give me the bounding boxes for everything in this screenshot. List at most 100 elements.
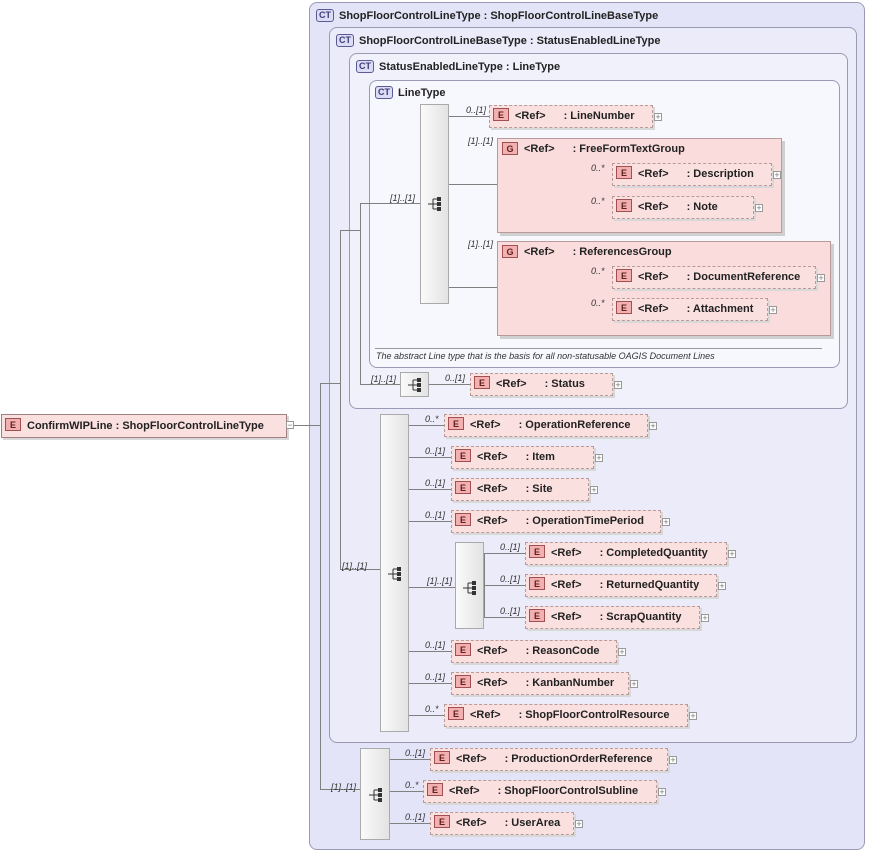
connector bbox=[409, 651, 451, 652]
connector bbox=[360, 203, 361, 385]
type-label: LineType bbox=[398, 87, 446, 99]
element-completedquantity[interactable]: E<Ref>: CompletedQuantity bbox=[525, 542, 727, 565]
connector bbox=[409, 457, 451, 458]
connector bbox=[449, 116, 489, 117]
sequence-compositor-quantities[interactable] bbox=[455, 542, 484, 629]
expand-icon[interactable]: + bbox=[658, 787, 666, 797]
type-label: ShopFloorControlLineType : ShopFloorCont… bbox=[339, 10, 659, 22]
element-operationreference[interactable]: E<Ref>: OperationReference bbox=[444, 414, 648, 437]
element-status[interactable]: E<Ref>: Status bbox=[470, 373, 613, 396]
connector bbox=[360, 384, 400, 385]
ref-label: <Ref> bbox=[470, 419, 501, 431]
cardinality-label: 0..* bbox=[425, 414, 439, 424]
element-attachment[interactable]: E<Ref>: Attachment bbox=[612, 298, 768, 321]
complex-type-icon: CT bbox=[316, 9, 334, 22]
connector bbox=[340, 230, 360, 231]
expand-icon[interactable]: + bbox=[649, 421, 657, 431]
expand-icon[interactable]: + bbox=[590, 485, 598, 495]
cardinality-label: 0..[1] bbox=[500, 542, 521, 552]
cardinality-label: [1]..[1] bbox=[427, 576, 453, 586]
cardinality-label: 0..[1] bbox=[425, 478, 446, 488]
element-icon: E bbox=[616, 199, 632, 212]
connector bbox=[320, 383, 340, 384]
expand-icon[interactable]: + bbox=[817, 273, 825, 283]
element-icon: E bbox=[427, 783, 443, 796]
element-name: : UserArea bbox=[504, 817, 561, 829]
expand-icon[interactable]: + bbox=[755, 203, 763, 213]
ref-label: <Ref> bbox=[477, 645, 508, 657]
expand-icon[interactable]: + bbox=[654, 112, 662, 122]
cardinality-label: 0..[1] bbox=[405, 748, 426, 758]
expand-icon[interactable]: + bbox=[618, 647, 626, 657]
element-userarea[interactable]: E<Ref>: UserArea bbox=[430, 812, 574, 835]
element-icon: E bbox=[529, 609, 545, 622]
element-shopfloorcontrolresource[interactable]: E<Ref>: ShopFloorControlResource bbox=[444, 704, 688, 727]
element-description[interactable]: E<Ref>: Description bbox=[612, 163, 772, 186]
expand-icon[interactable]: + bbox=[662, 517, 670, 527]
element-item[interactable]: E<Ref>: Item bbox=[451, 446, 594, 469]
expand-icon[interactable]: + bbox=[689, 711, 697, 721]
type-title: CT ShopFloorControlLineType : ShopFloorCo… bbox=[316, 9, 658, 22]
collapse-icon[interactable]: − bbox=[286, 420, 294, 430]
element-operationtimeperiod[interactable]: E<Ref>: OperationTimePeriod bbox=[451, 510, 661, 533]
ref-label: <Ref> bbox=[456, 753, 487, 765]
expand-icon[interactable]: + bbox=[595, 453, 603, 463]
connector bbox=[429, 384, 470, 385]
connector bbox=[484, 553, 525, 554]
cardinality-label: 0..* bbox=[591, 163, 605, 173]
element-productionorderreference[interactable]: E<Ref>: ProductionOrderReference bbox=[430, 748, 668, 771]
type-label: StatusEnabledLineType : LineType bbox=[379, 61, 561, 73]
connector bbox=[360, 203, 420, 204]
expand-icon[interactable]: + bbox=[630, 679, 638, 689]
element-icon: E bbox=[529, 545, 545, 558]
cardinality-label: 0..[1] bbox=[425, 672, 446, 682]
element-scrapquantity[interactable]: E<Ref>: ScrapQuantity bbox=[525, 606, 700, 629]
element-name: : ShopFloorControlResource bbox=[518, 709, 670, 721]
expand-icon[interactable]: + bbox=[773, 170, 781, 180]
element-name: : OperationTimePeriod bbox=[525, 515, 644, 527]
expand-icon[interactable]: + bbox=[669, 755, 677, 765]
cardinality-label: [1]..[1] bbox=[371, 374, 397, 384]
group-name: : FreeFormTextGroup bbox=[572, 143, 685, 155]
complex-type-icon: CT bbox=[356, 60, 374, 73]
element-name: : Site bbox=[525, 483, 553, 495]
expand-icon[interactable]: + bbox=[575, 819, 583, 829]
ref-label: <Ref> bbox=[470, 709, 501, 721]
element-reasoncode[interactable]: E <Ref> : ReasonCode bbox=[451, 640, 617, 663]
element-returnedquantity[interactable]: E<Ref>: ReturnedQuantity bbox=[525, 574, 717, 597]
element-kanbannumber[interactable]: E<Ref>: KanbanNumber bbox=[451, 672, 629, 695]
expand-icon[interactable]: + bbox=[701, 613, 709, 623]
sequence-compositor-main[interactable] bbox=[360, 748, 390, 840]
sequence-compositor-status[interactable] bbox=[400, 372, 429, 397]
sequence-compositor-linetype[interactable] bbox=[420, 104, 449, 304]
cardinality-label: 0..[1] bbox=[405, 812, 426, 822]
element-site[interactable]: E<Ref>: Site bbox=[451, 478, 589, 501]
expand-icon[interactable]: + bbox=[769, 305, 777, 315]
sequence-compositor-base[interactable] bbox=[380, 414, 409, 732]
group-title: G<Ref>: FreeFormTextGroup bbox=[502, 142, 685, 155]
expand-icon[interactable]: + bbox=[728, 549, 736, 559]
cardinality-label: 0..[1] bbox=[500, 606, 521, 616]
element-name: : ReturnedQuantity bbox=[599, 579, 700, 591]
connector bbox=[390, 759, 430, 760]
element-shopfloorcontrolsubline[interactable]: E<Ref>: ShopFloorControlSubline bbox=[423, 780, 657, 803]
element-note[interactable]: E<Ref>: Note bbox=[612, 196, 754, 219]
ref-label: <Ref> bbox=[477, 451, 508, 463]
element-icon: E bbox=[455, 643, 471, 656]
element-name: : Description bbox=[686, 168, 754, 180]
connector bbox=[409, 425, 444, 426]
expand-icon[interactable]: + bbox=[718, 581, 726, 591]
connector bbox=[409, 489, 451, 490]
cardinality-label: 0..[1] bbox=[445, 373, 466, 383]
element-name: : Item bbox=[525, 451, 555, 463]
element-name: : Note bbox=[686, 201, 718, 213]
element-name: : Attachment bbox=[686, 303, 754, 315]
element-name: : ReasonCode bbox=[525, 645, 600, 657]
expand-icon[interactable]: + bbox=[614, 380, 622, 390]
element-documentreference[interactable]: E<Ref>: DocumentReference bbox=[612, 266, 816, 289]
element-linenumber[interactable]: E<Ref>: LineNumber bbox=[489, 105, 653, 128]
element-icon: E bbox=[5, 418, 21, 431]
element-icon: E bbox=[455, 675, 471, 688]
